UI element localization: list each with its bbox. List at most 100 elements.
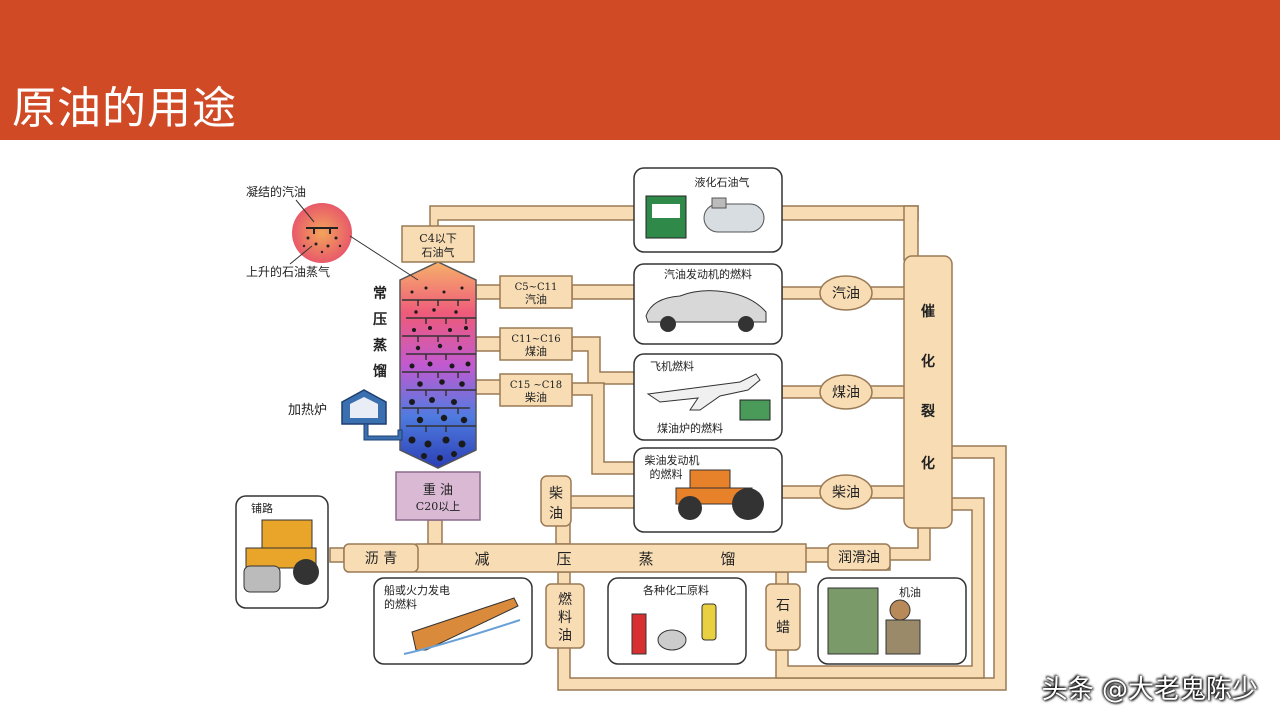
- pipes: [329, 205, 1007, 691]
- pipe-kero-out: [571, 336, 637, 385]
- tractor-wheel-front: [678, 496, 702, 520]
- fraction-gas-box: [499, 275, 573, 309]
- vacuum-char-4: 馏: [720, 550, 735, 568]
- ship-line-1: 船或火力发电: [384, 583, 450, 597]
- top-gas-box: [401, 225, 475, 263]
- vac-diesel-char-2: 油: [549, 506, 563, 522]
- distillation-tower: C4以下 石油气 重 油 C20以上 常 压 蒸 馏 C5~C11 汽油 C11…: [246, 184, 573, 521]
- pipe-crack-gas-r: [869, 286, 907, 300]
- roller-drum-icon: [243, 565, 281, 593]
- diesel-use-line-1: 柴油发动机: [645, 453, 700, 467]
- fuel-oil-char-3: 油: [558, 628, 572, 644]
- rising-label: 上升的石油蒸气: [246, 264, 330, 279]
- fraction-kero-formula: C11~C16: [511, 334, 560, 345]
- heavy-oil-line-1: 重 油: [423, 482, 453, 498]
- pipe-vac-diesel-r: [569, 495, 637, 509]
- stove-fuel-label: 煤油炉的燃料: [657, 421, 723, 435]
- page-title: 原油的用途: [12, 83, 237, 134]
- pipe-diesel-in: [475, 379, 503, 395]
- fuel-oil-char-2: 料: [558, 610, 572, 626]
- cracking-char-4: 化: [921, 455, 935, 472]
- atm-char-3: 蒸: [373, 337, 387, 354]
- machine-icon: [827, 587, 879, 655]
- cracking-char-1: 催: [921, 303, 935, 320]
- fraction-gas-formula: C5~C11: [515, 282, 558, 293]
- atm-char-1: 常: [373, 285, 387, 302]
- fraction-kero-box: [499, 327, 573, 361]
- rising-pointer: [289, 245, 313, 265]
- pipe-vac-diesel: [555, 523, 571, 545]
- cracking-column: [903, 255, 953, 529]
- lpg-label: 液化石油气: [695, 175, 750, 189]
- furnace-pipe: [363, 423, 403, 441]
- tower-trays: [402, 299, 476, 432]
- fraction-diesel-name: 柴油: [525, 390, 547, 404]
- tower-bubbles: [408, 286, 471, 461]
- crack-diesel-label: 柴油: [832, 485, 860, 501]
- crack-gas-label: 汽油: [832, 286, 860, 302]
- gas-tank-icon: [703, 203, 765, 233]
- sports-car-icon: [645, 290, 767, 323]
- vacuum-char-3: 蒸: [638, 550, 653, 568]
- cracking-char-2: 化: [921, 353, 935, 370]
- heavy-oil-line-2: C20以上: [416, 500, 460, 513]
- magnified-tray: [292, 203, 352, 263]
- vacuum-distillation: 减 压 蒸 馏 柴 油 沥 青 润滑油 燃 料 油 石 蜡: [343, 475, 891, 651]
- spray-can-icon: [701, 603, 717, 641]
- vac-diesel-char-1: 柴: [549, 486, 563, 502]
- pipe-gas-in: [475, 284, 503, 300]
- water-wave-icon: [403, 619, 521, 655]
- wax-char-2: 蜡: [776, 620, 790, 636]
- lube-label: 润滑油: [838, 549, 880, 566]
- furnace-window: [350, 397, 378, 418]
- machine-oil-label: 机油: [899, 585, 921, 599]
- fuel-oil-char-1: 燃: [558, 591, 572, 608]
- catalytic-cracking: 催 化 裂 化 汽油 煤油 柴油: [819, 255, 953, 529]
- heavy-oil-box: [395, 471, 481, 521]
- atm-char-2: 压: [373, 312, 387, 328]
- top-gas-line-2: 石油气: [422, 245, 455, 259]
- jet-fuel-label: 飞机燃料: [650, 359, 694, 373]
- use-boxes: 液化石油气 汽油发动机的燃料 飞机燃料 煤油炉的燃料 柴油发动机 的燃料 铺路: [235, 167, 967, 665]
- vacuum-char-1: 减: [474, 550, 489, 568]
- tractor-wheel-rear: [732, 488, 764, 520]
- pipe-heavy-down: [427, 519, 443, 545]
- condensed-label: 凝结的汽油: [246, 184, 306, 199]
- fraction-diesel-formula: C15 ~C18: [510, 380, 562, 391]
- tanker-ship-icon: [411, 597, 519, 651]
- chemical-label: 各种化工原料: [643, 583, 709, 597]
- crack-kero-oval: [819, 374, 873, 410]
- pipe-crack-diesel-r: [869, 485, 907, 499]
- crack-diesel-oval: [819, 474, 873, 510]
- pipe-diesel-out: [571, 382, 637, 475]
- top-gas-line-1: C4以下: [419, 232, 456, 245]
- pipe-lpg-left: [429, 205, 637, 229]
- pipe-gas-out: [571, 284, 637, 300]
- stove-window: [652, 204, 680, 218]
- fraction-diesel-box: [499, 373, 573, 407]
- magnified-dots: [302, 236, 342, 254]
- lube-box: [827, 543, 891, 571]
- condensed-pointer: [295, 199, 315, 223]
- crack-gas-oval: [819, 275, 873, 311]
- gas-valve-icon: [711, 197, 727, 209]
- magnifier-line: [349, 235, 419, 281]
- fraction-gas-name: 汽油: [525, 292, 547, 306]
- asphalt-label: 沥 青: [365, 551, 397, 567]
- roller-cab-icon: [261, 519, 313, 551]
- vac-diesel-box: [540, 475, 572, 527]
- asphalt-box: [343, 543, 419, 573]
- pipe-crack-kero-r: [869, 385, 907, 399]
- pipe-kero-in: [475, 336, 503, 352]
- crack-kero-label: 煤油: [832, 385, 860, 401]
- pipe-lpg-right: [779, 205, 919, 221]
- car-wheel-front: [660, 316, 676, 332]
- wax-char-1: 石: [776, 598, 790, 614]
- diesel-use-line-2: 的燃料: [650, 467, 683, 481]
- gasoline-use-label: 汽油发动机的燃料: [664, 267, 752, 281]
- pipe-crack-diesel: [781, 485, 823, 499]
- mechanic-head-icon: [889, 599, 911, 621]
- vacuum-bar: [415, 543, 807, 573]
- cracking-char-3: 裂: [920, 403, 935, 420]
